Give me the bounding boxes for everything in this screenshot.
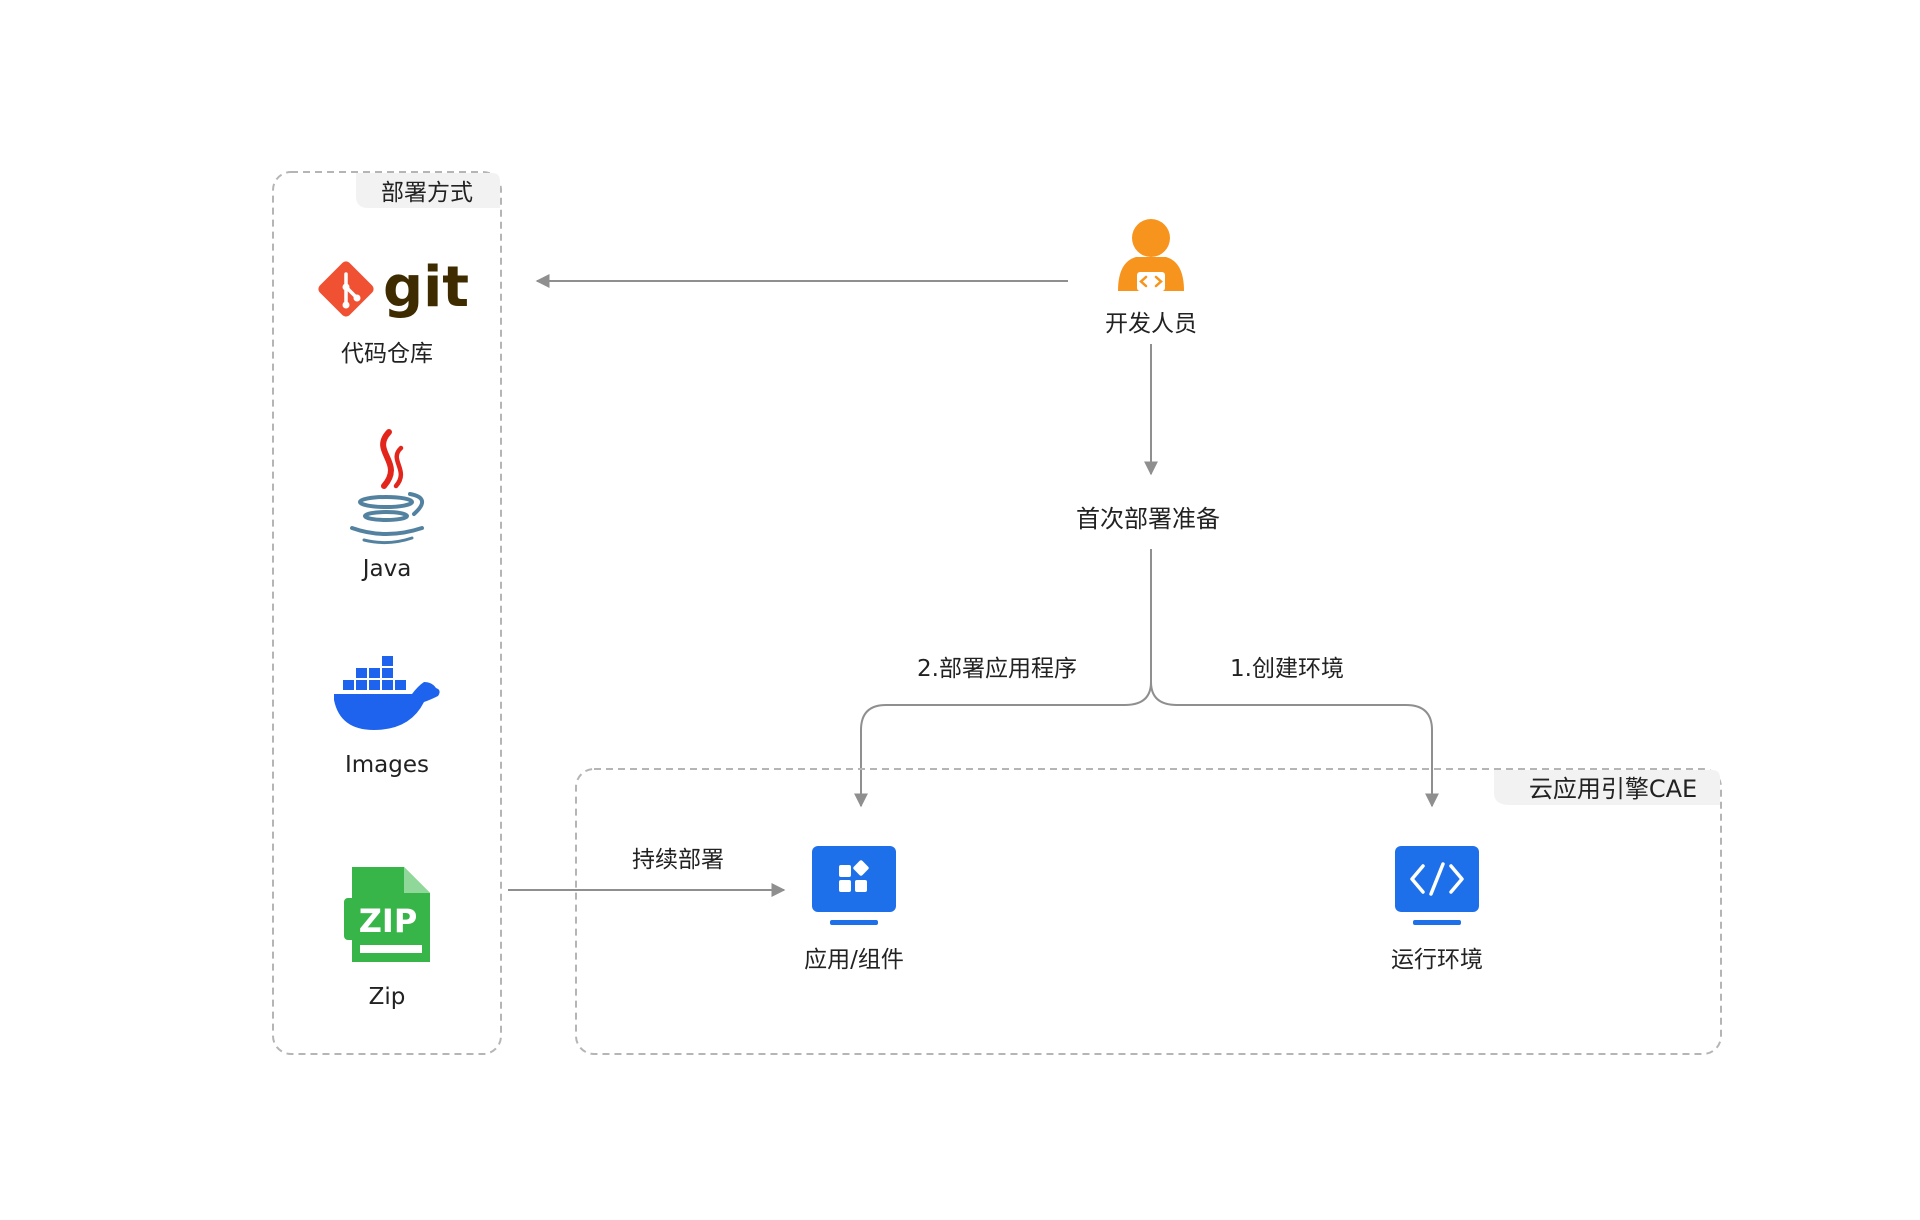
deploy-method-label-images: Images: [345, 752, 429, 778]
deploy-method-label-zip: Zip: [369, 984, 406, 1010]
arrow-create-environment: [1150, 681, 1439, 808]
docker-whale-icon: [334, 656, 440, 730]
runtime-env-label: 运行环境: [1391, 947, 1483, 973]
developer-person-icon: [1118, 219, 1184, 291]
deploy-methods-panel: 部署方式 git 代码仓库 Java: [272, 171, 502, 1055]
app-components-icon: [812, 846, 896, 925]
deploy-methods-title: 部署方式: [381, 180, 473, 206]
arrow-deploy-application: [854, 549, 1152, 808]
git-logo-icon: git: [318, 255, 469, 320]
java-logo-icon: [350, 429, 424, 545]
cae-title-tab: [1494, 770, 1720, 805]
app-component-label: 应用/组件: [804, 947, 904, 973]
continuous-deploy-label: 持续部署: [632, 847, 724, 873]
zip-logo-text: ZIP: [359, 902, 418, 940]
deploy-method-label-git: 代码仓库: [341, 341, 433, 367]
git-logo-text: git: [383, 255, 469, 320]
branch-left-label: 2.部署应用程序: [917, 656, 1077, 682]
deploy-methods-tab: [356, 173, 500, 208]
code-brackets-icon: [1395, 846, 1479, 925]
cae-title: 云应用引擎CAE: [1529, 775, 1697, 803]
branch-right-label: 1.创建环境: [1230, 656, 1344, 682]
cae-panel: 云应用引擎CAE 应用/组件 运行环境: [575, 768, 1722, 1055]
first-deploy-label: 首次部署准备: [1076, 505, 1220, 533]
deploy-method-label-java: Java: [361, 556, 412, 582]
zip-file-icon: ZIP: [344, 867, 430, 962]
developer-label: 开发人员: [1105, 311, 1197, 337]
